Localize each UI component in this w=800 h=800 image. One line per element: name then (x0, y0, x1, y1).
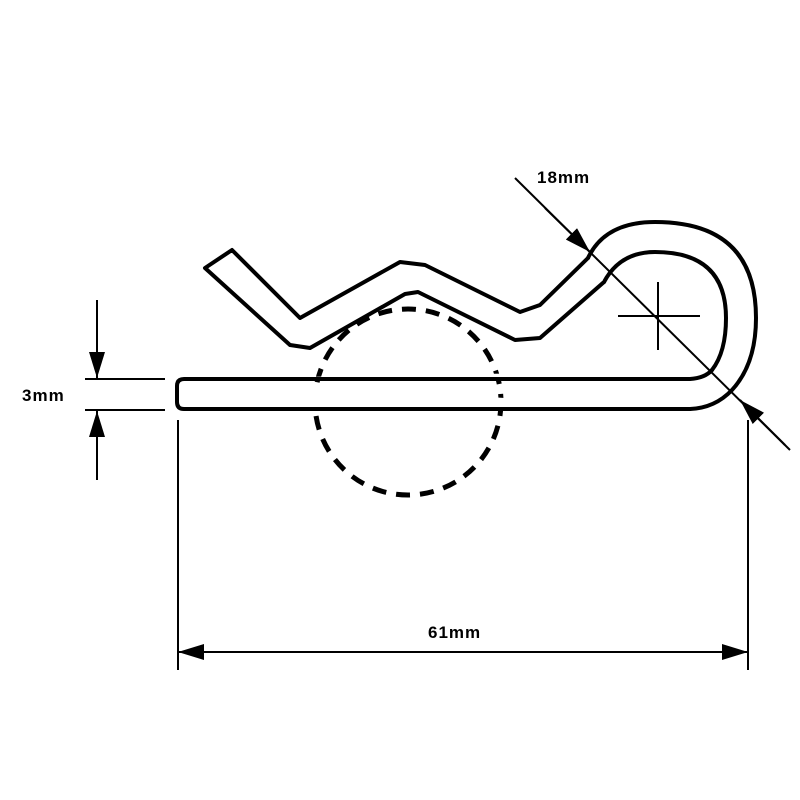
clip-wavy-leg (203, 248, 606, 350)
arrow-icon (544, 207, 591, 253)
wire-diameter-label: 3mm (22, 386, 65, 405)
arrow-icon (739, 399, 786, 446)
length-label: 61mm (428, 623, 481, 642)
loop-diameter-label: 18mm (537, 168, 590, 187)
clip-straight-leg (175, 368, 714, 411)
